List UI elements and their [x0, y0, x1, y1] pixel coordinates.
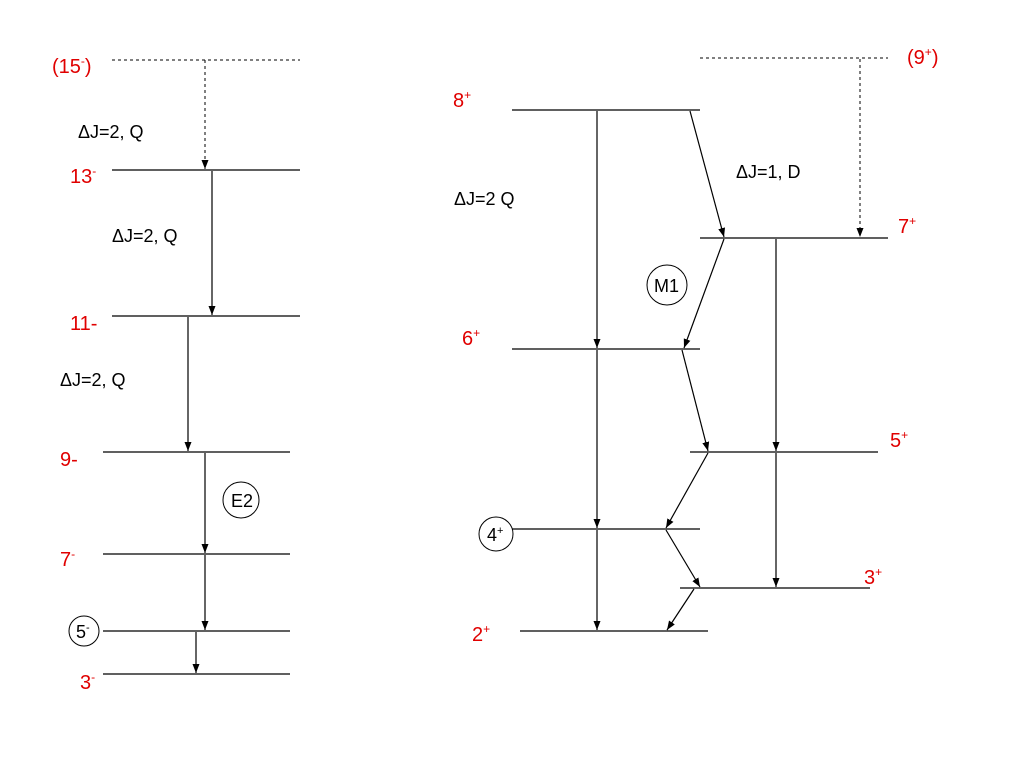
transition-label-left-13-11: ΔJ=2, Q	[112, 226, 178, 246]
level-label-right-9: (9+)	[907, 45, 938, 69]
transition-right-6-5	[681, 349, 710, 452]
left-band: (15-) 13- 11- 9- 7- 5- 3- ΔJ=2, Q ΔJ=2, …	[52, 54, 300, 694]
level-label-left-9: 9-	[60, 449, 78, 471]
transition-label-left-11-9: ΔJ=2, Q	[60, 370, 126, 390]
level-label-right-8: 8+	[453, 88, 471, 112]
level-label-left-5: 5-	[76, 622, 90, 642]
right-band: (9+) 8+ 7+ 6+ 5+ 4+ 3+ 2+ ΔJ=2 Q ΔJ=1, D…	[453, 45, 938, 646]
transition-label-left-15-13: ΔJ=2, Q	[78, 122, 144, 142]
level-label-right-2: 2+	[472, 622, 490, 646]
transition-right-3-2	[666, 588, 695, 631]
transition-label-right-dipole: ΔJ=1, D	[736, 162, 801, 182]
transition-label-right-quad: ΔJ=2 Q	[454, 189, 515, 209]
level-label-left-11: 11-	[70, 313, 97, 335]
transition-right-7-6	[683, 238, 725, 349]
level-label-right-7: 7+	[898, 214, 916, 238]
multipolarity-label-m1: M1	[654, 276, 679, 296]
transition-right-8-7	[689, 110, 726, 238]
level-circle-right-4	[478, 516, 514, 552]
level-circle-left-5	[68, 615, 100, 647]
transition-right-5-4	[665, 452, 709, 529]
level-label-left-7: 7-	[60, 547, 75, 571]
transition-right-4-3	[665, 529, 701, 588]
multipolarity-circle-m1	[646, 264, 688, 306]
level-label-left-15: (15-)	[52, 54, 92, 78]
level-label-right-4: 4+	[487, 525, 503, 545]
level-label-right-5: 5+	[890, 428, 908, 452]
level-label-left-13: 13-	[70, 164, 96, 188]
level-label-right-6: 6+	[462, 326, 480, 350]
multipolarity-circle-e2	[222, 481, 260, 519]
level-label-left-3: 3-	[80, 670, 95, 694]
level-label-right-3: 3+	[864, 565, 882, 589]
multipolarity-label-e2: E2	[231, 491, 253, 511]
